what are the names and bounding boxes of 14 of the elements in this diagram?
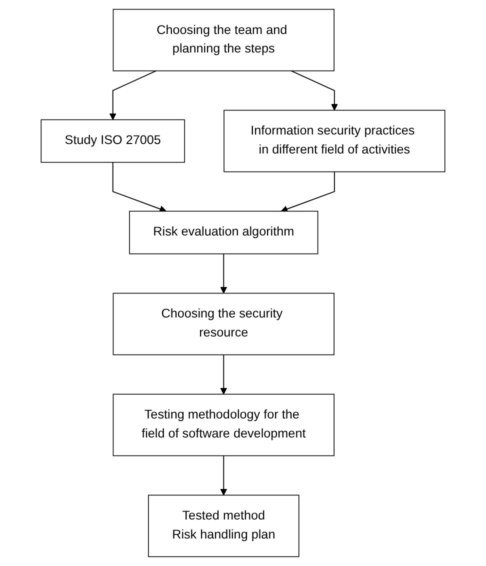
node-box: Information security practices in different field of activities (224, 110, 446, 172)
arrow (112, 162, 166, 212)
node-box: Choosing the team and planning the steps (112, 8, 334, 72)
arrow (290, 70, 338, 111)
node-box: Tested method Risk handling plan (148, 494, 300, 558)
node-box: Testing methodology for the field of software development (112, 394, 334, 456)
arrow (220, 455, 228, 496)
arrow (220, 253, 228, 294)
node-box: Choosing the security resource (112, 292, 334, 356)
arrow (220, 354, 228, 395)
node-box: Study ISO 27005 (40, 119, 185, 163)
node-box: Risk evaluation algorithm (129, 210, 318, 254)
arrow (109, 70, 157, 120)
arrow (280, 171, 335, 212)
